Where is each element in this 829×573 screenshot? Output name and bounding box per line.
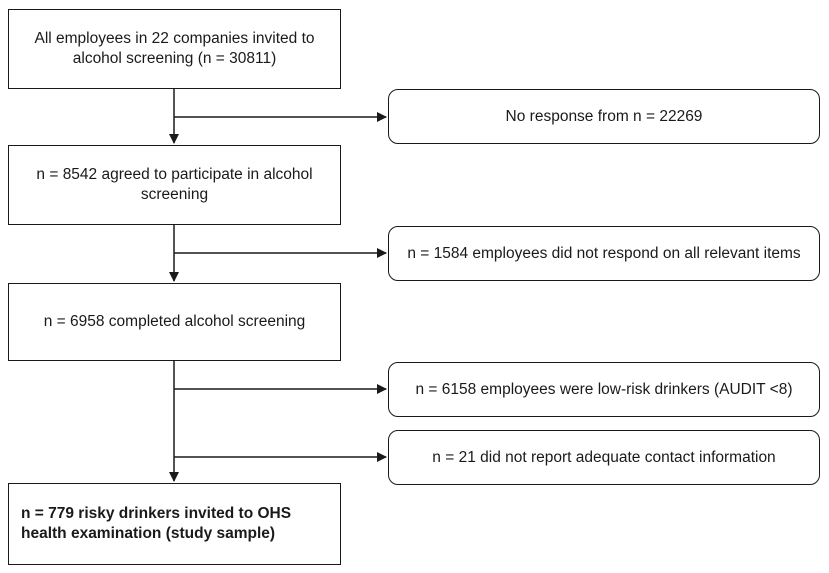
step-invited-text: All employees in 22 companies invited to… [34, 30, 315, 67]
exclusion-no-response-text: No response from n = 22269 [505, 107, 703, 125]
step-agreed-box: n = 8542 agreed to participate in alcoho… [8, 145, 341, 225]
step-sample-box: n = 779 risky drinkers invited to OHS he… [8, 483, 341, 565]
exclusion-low-risk-text: n = 6158 employees were low-risk drinker… [415, 380, 793, 398]
step-sample-text: n = 779 risky drinkers invited to OHS he… [21, 505, 292, 542]
exclusion-no-response-box: No response from n = 22269 [388, 89, 820, 144]
step-agreed-text: n = 8542 agreed to participate in alcoho… [36, 166, 313, 203]
exclusion-no-contact-text: n = 21 did not report adequate contact i… [432, 448, 776, 466]
step-completed-text: n = 6958 completed alcohol screening [43, 313, 306, 330]
step-completed-box: n = 6958 completed alcohol screening [8, 283, 341, 361]
exclusion-incomplete-items-text: n = 1584 employees did not respond on al… [407, 244, 801, 262]
step-invited-box: All employees in 22 companies invited to… [8, 9, 341, 89]
exclusion-low-risk-box: n = 6158 employees were low-risk drinker… [388, 362, 820, 417]
exclusion-incomplete-items-box: n = 1584 employees did not respond on al… [388, 226, 820, 281]
exclusion-no-contact-box: n = 21 did not report adequate contact i… [388, 430, 820, 485]
